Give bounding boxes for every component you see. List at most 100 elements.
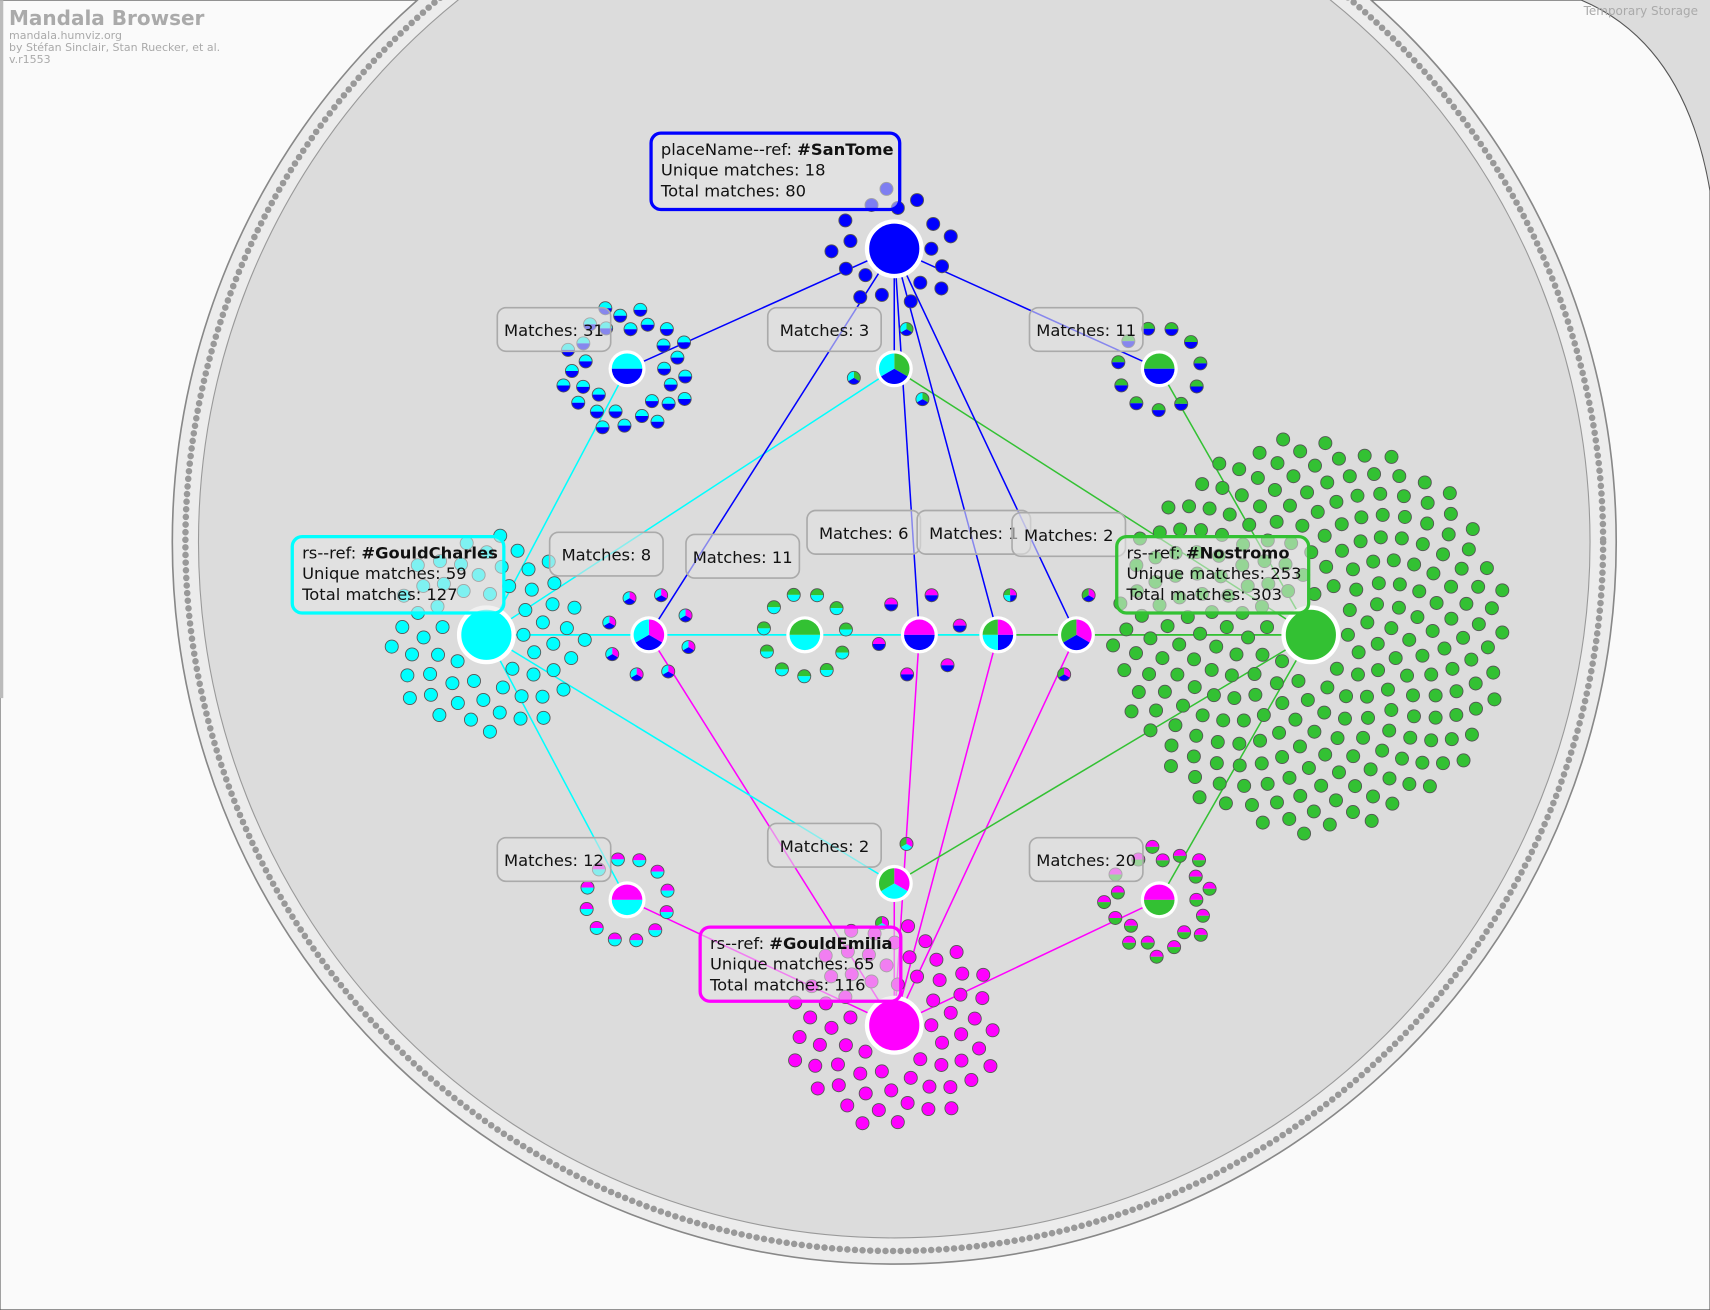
document-dot[interactable] [1218,796,1233,811]
document-dot[interactable] [874,287,889,302]
document-dot[interactable] [985,1023,1000,1038]
document-dot[interactable] [1155,651,1170,666]
document-dot[interactable] [913,1052,928,1067]
document-dot[interactable] [1468,701,1483,716]
document-dot[interactable] [1187,652,1202,667]
document-dot[interactable] [1320,475,1335,490]
document-dot[interactable] [1342,469,1357,484]
document-dot[interactable] [629,933,644,948]
document-dot[interactable] [1310,504,1325,519]
document-dot[interactable] [1308,458,1322,473]
document-dot[interactable] [524,582,539,597]
document-dot[interactable] [900,1095,915,1110]
document-dot[interactable] [1349,582,1364,597]
document-dot[interactable] [1356,730,1371,745]
document-dot[interactable] [1003,588,1018,603]
document-dot[interactable] [1371,663,1386,678]
document-dot[interactable] [1384,621,1399,636]
document-dot[interactable] [1119,622,1134,637]
intersection-node[interactable] [608,881,646,919]
document-dot[interactable] [670,350,685,365]
document-dot[interactable] [516,627,531,642]
document-dot[interactable] [1366,554,1381,569]
document-dot[interactable] [1495,583,1510,598]
document-dot[interactable] [1329,494,1344,509]
intersection-node[interactable] [900,616,938,654]
document-dot[interactable] [1495,625,1510,640]
document-dot[interactable] [858,268,873,283]
document-dot[interactable] [476,692,491,707]
document-dot[interactable] [1350,667,1365,682]
document-dot[interactable] [926,993,941,1008]
document-dot[interactable] [1443,506,1458,521]
document-dot[interactable] [924,1018,939,1033]
document-dot[interactable] [1351,645,1366,660]
document-dot[interactable] [1454,561,1469,576]
document-dot[interactable] [786,587,801,602]
document-dot[interactable] [1371,576,1386,591]
document-dot[interactable] [648,923,663,938]
document-dot[interactable] [1124,704,1139,719]
document-dot[interactable] [1117,663,1132,678]
document-dot[interactable] [803,1010,818,1025]
document-dot[interactable] [663,377,678,392]
document-dot[interactable] [1222,507,1237,522]
intersection-node[interactable] [1057,616,1095,654]
document-dot[interactable] [576,379,591,394]
document-dot[interactable] [395,620,410,635]
document-dot[interactable] [1384,703,1399,717]
document-dot[interactable] [1359,689,1374,704]
document-dot[interactable] [1373,486,1388,501]
document-dot[interactable] [1386,553,1401,568]
document-dot[interactable] [1319,559,1334,574]
document-dot[interactable] [1242,517,1257,532]
document-dot[interactable] [1057,667,1072,682]
document-dot[interactable] [1275,750,1290,765]
document-dot[interactable] [1219,620,1234,635]
intersection-node[interactable] [608,350,646,388]
document-dot[interactable] [1392,577,1407,592]
document-dot[interactable] [1428,688,1443,703]
document-dot[interactable] [1216,713,1231,728]
document-dot[interactable] [955,966,970,981]
document-dot[interactable] [899,836,914,851]
document-dot[interactable] [843,1010,858,1025]
document-dot[interactable] [943,229,958,244]
magnet-gouldcharles[interactable] [456,605,516,665]
document-dot[interactable] [1177,925,1192,940]
document-dot[interactable] [1248,687,1263,702]
document-dot[interactable] [657,361,672,376]
document-dot[interactable] [1375,507,1390,522]
document-dot[interactable] [1269,676,1284,691]
document-dot[interactable] [1480,640,1495,655]
document-dot[interactable] [1385,796,1400,811]
document-dot[interactable] [1291,673,1306,688]
document-dot[interactable] [835,645,850,660]
document-dot[interactable] [840,1098,855,1113]
document-dot[interactable] [1252,445,1267,460]
document-dot[interactable] [1215,480,1230,495]
document-dot[interactable] [853,1066,868,1081]
document-dot[interactable] [431,647,446,662]
document-dot[interactable] [1149,703,1164,718]
document-dot[interactable] [1193,927,1208,942]
document-dot[interactable] [1282,498,1297,513]
document-dot[interactable] [1157,684,1172,699]
document-dot[interactable] [1212,776,1227,791]
document-dot[interactable] [589,921,604,935]
document-dot[interactable] [934,281,949,296]
document-dot[interactable] [884,1083,899,1098]
document-dot[interactable] [1260,776,1275,791]
document-dot[interactable] [1192,790,1207,805]
document-dot[interactable] [510,543,525,558]
document-dot[interactable] [1415,537,1430,552]
document-dot[interactable] [578,354,593,369]
document-dot[interactable] [1441,527,1456,542]
document-dot[interactable] [1234,488,1249,503]
intersection-node[interactable] [979,616,1017,654]
document-dot[interactable] [884,597,899,612]
document-dot[interactable] [1232,758,1247,773]
document-dot[interactable] [482,724,497,739]
document-dot[interactable] [1364,813,1379,828]
document-dot[interactable] [838,1038,853,1053]
